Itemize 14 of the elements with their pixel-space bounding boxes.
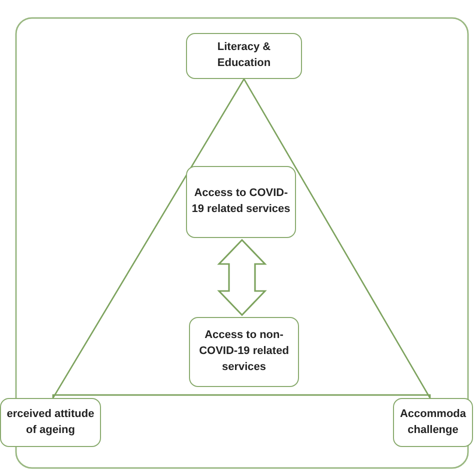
connector-line	[52, 78, 245, 398]
box-label: Access to non-COVID-19 related services	[198, 328, 290, 375]
rounded-box	[186, 166, 296, 238]
double-block-arrow	[217, 238, 267, 316]
rounded-box	[189, 317, 299, 387]
box-label: Access to COVID-19 related services	[191, 186, 291, 217]
box-label: Accommoda challenge	[398, 406, 468, 438]
box-label: Literacy & Education	[216, 40, 272, 71]
rounded-box	[186, 33, 302, 79]
box-label: erceived attitude of ageing	[6, 406, 96, 438]
rounded-box	[0, 398, 101, 447]
rounded-box	[393, 398, 473, 447]
connector-line	[243, 78, 431, 398]
connector-line	[52, 394, 431, 398]
